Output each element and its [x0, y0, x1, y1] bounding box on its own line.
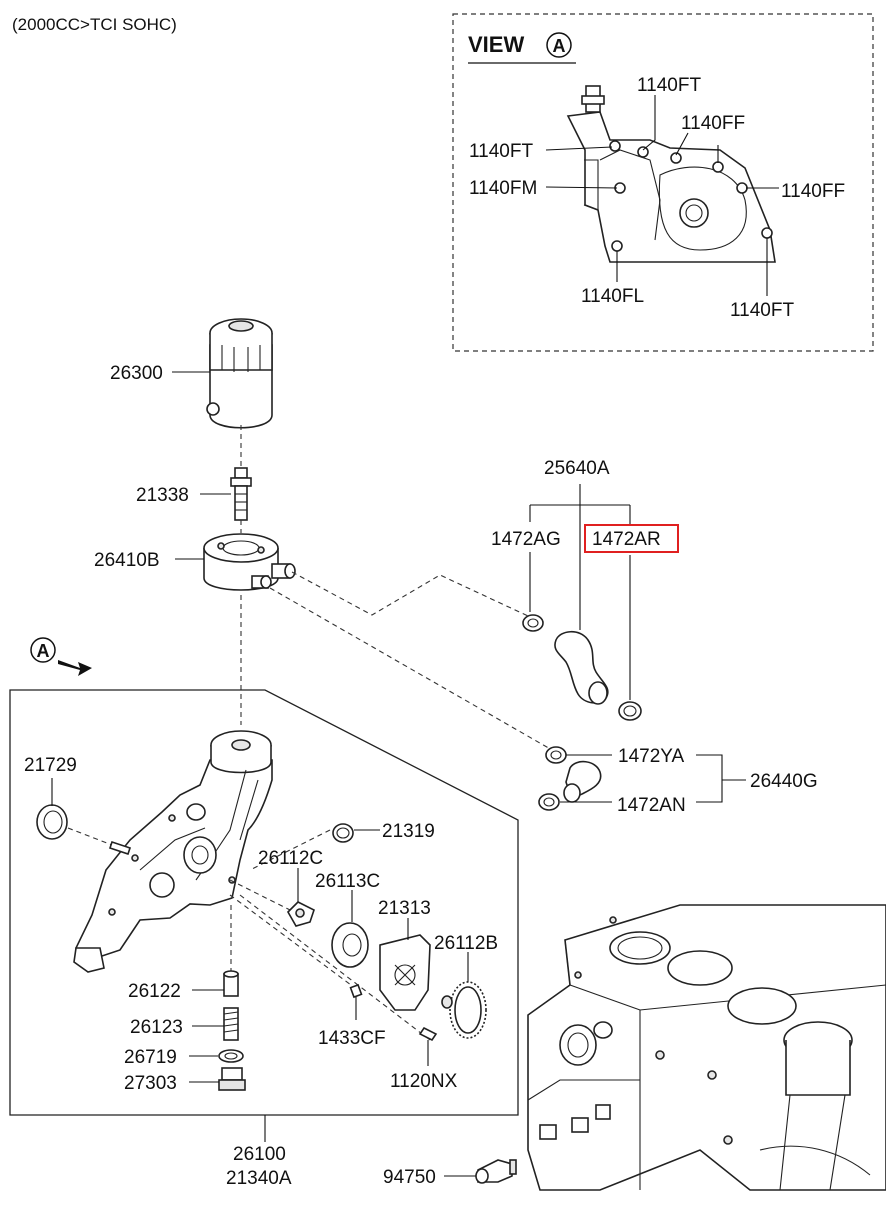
view-a-inset: VIEW A — [452, 13, 874, 352]
label-bolt-1140fm: 1140FM — [469, 178, 537, 199]
view-marker-letter: A — [553, 36, 566, 56]
label-26300: 26300 — [110, 363, 163, 384]
label-25640a: 25640A — [544, 458, 610, 479]
washer-26719 — [218, 1049, 244, 1063]
label-26440g: 26440G — [750, 771, 818, 792]
label-bolt-1140ft-bottom: 1140FT — [730, 300, 794, 321]
o-ring-21319 — [332, 823, 354, 843]
relief-spring-26123 — [223, 1007, 239, 1041]
oil-pump-housing — [73, 730, 273, 973]
label-bolt-1140ft-left: 1140FT — [469, 141, 533, 162]
label-1472ag: 1472AG — [491, 529, 561, 550]
assembly-frame-26100 — [9, 689, 519, 1116]
dowel-pin-1433cf — [349, 983, 363, 999]
label-26112b: 26112B — [434, 933, 498, 954]
label-1120nx: 1120NX — [390, 1071, 458, 1092]
label-21338: 21338 — [136, 485, 189, 506]
view-title: VIEW — [468, 32, 524, 57]
label-26719: 26719 — [124, 1047, 177, 1068]
highlight-box-1472ar — [584, 524, 679, 553]
label-1472an: 1472AN — [617, 795, 686, 816]
engine-spec-header: (2000CC>TCI SOHC) — [12, 15, 177, 34]
fitting-bolt-21338 — [230, 467, 252, 521]
coolant-hose-26440g — [563, 760, 602, 803]
clamp-1472ya — [545, 746, 567, 764]
label-21729: 21729 — [24, 755, 77, 776]
label-bolt-1140ff-right: 1140FF — [781, 181, 845, 202]
label-bolt-1140ff-top: 1140FF — [681, 113, 745, 134]
label-26112c: 26112C — [258, 848, 323, 869]
label-26410b: 26410B — [94, 550, 160, 571]
label-94750: 94750 — [383, 1167, 436, 1188]
view-direction-arrow: A — [30, 637, 92, 676]
label-26100: 26100 — [233, 1144, 286, 1165]
oil-filter-26300 — [206, 318, 273, 429]
label-1472ar: 1472AR — [592, 529, 661, 550]
oil-cooler-26410b — [203, 533, 296, 591]
oil-pump-front-view — [566, 85, 776, 263]
oil-seal-21729 — [36, 804, 68, 840]
label-1472ya: 1472YA — [618, 746, 685, 767]
label-bolt-1140fl: 1140FL — [581, 286, 644, 307]
label-21340a: 21340A — [226, 1168, 292, 1189]
clamp-1472ag — [522, 614, 544, 632]
clamp-1472an — [538, 793, 560, 811]
relief-plunger-26122 — [223, 970, 239, 997]
view-marker-circle — [546, 32, 572, 58]
bolt-1120nx — [418, 1026, 438, 1042]
label-21313: 21313 — [378, 898, 431, 919]
coolant-hose-25640a — [554, 630, 609, 705]
inner-rotor-26112c — [287, 901, 315, 927]
engine-block — [527, 904, 886, 1191]
label-1433cf: 1433CF — [318, 1028, 386, 1049]
label-26122: 26122 — [128, 981, 181, 1002]
pump-cover-21313 — [379, 934, 431, 1011]
clamp-1472ar — [618, 701, 642, 721]
oil-pressure-switch-94750 — [475, 1159, 517, 1184]
label-27303: 27303 — [124, 1073, 177, 1094]
outer-rotor-26113c — [331, 922, 369, 968]
arrow-marker-letter: A — [37, 641, 50, 661]
label-21319: 21319 — [382, 821, 435, 842]
label-bolt-1140ft-top: 1140FT — [637, 75, 701, 96]
label-26113c: 26113C — [315, 871, 380, 892]
drive-gear-26112b — [441, 981, 487, 1039]
label-26123: 26123 — [130, 1017, 183, 1038]
plug-27303 — [218, 1067, 246, 1091]
